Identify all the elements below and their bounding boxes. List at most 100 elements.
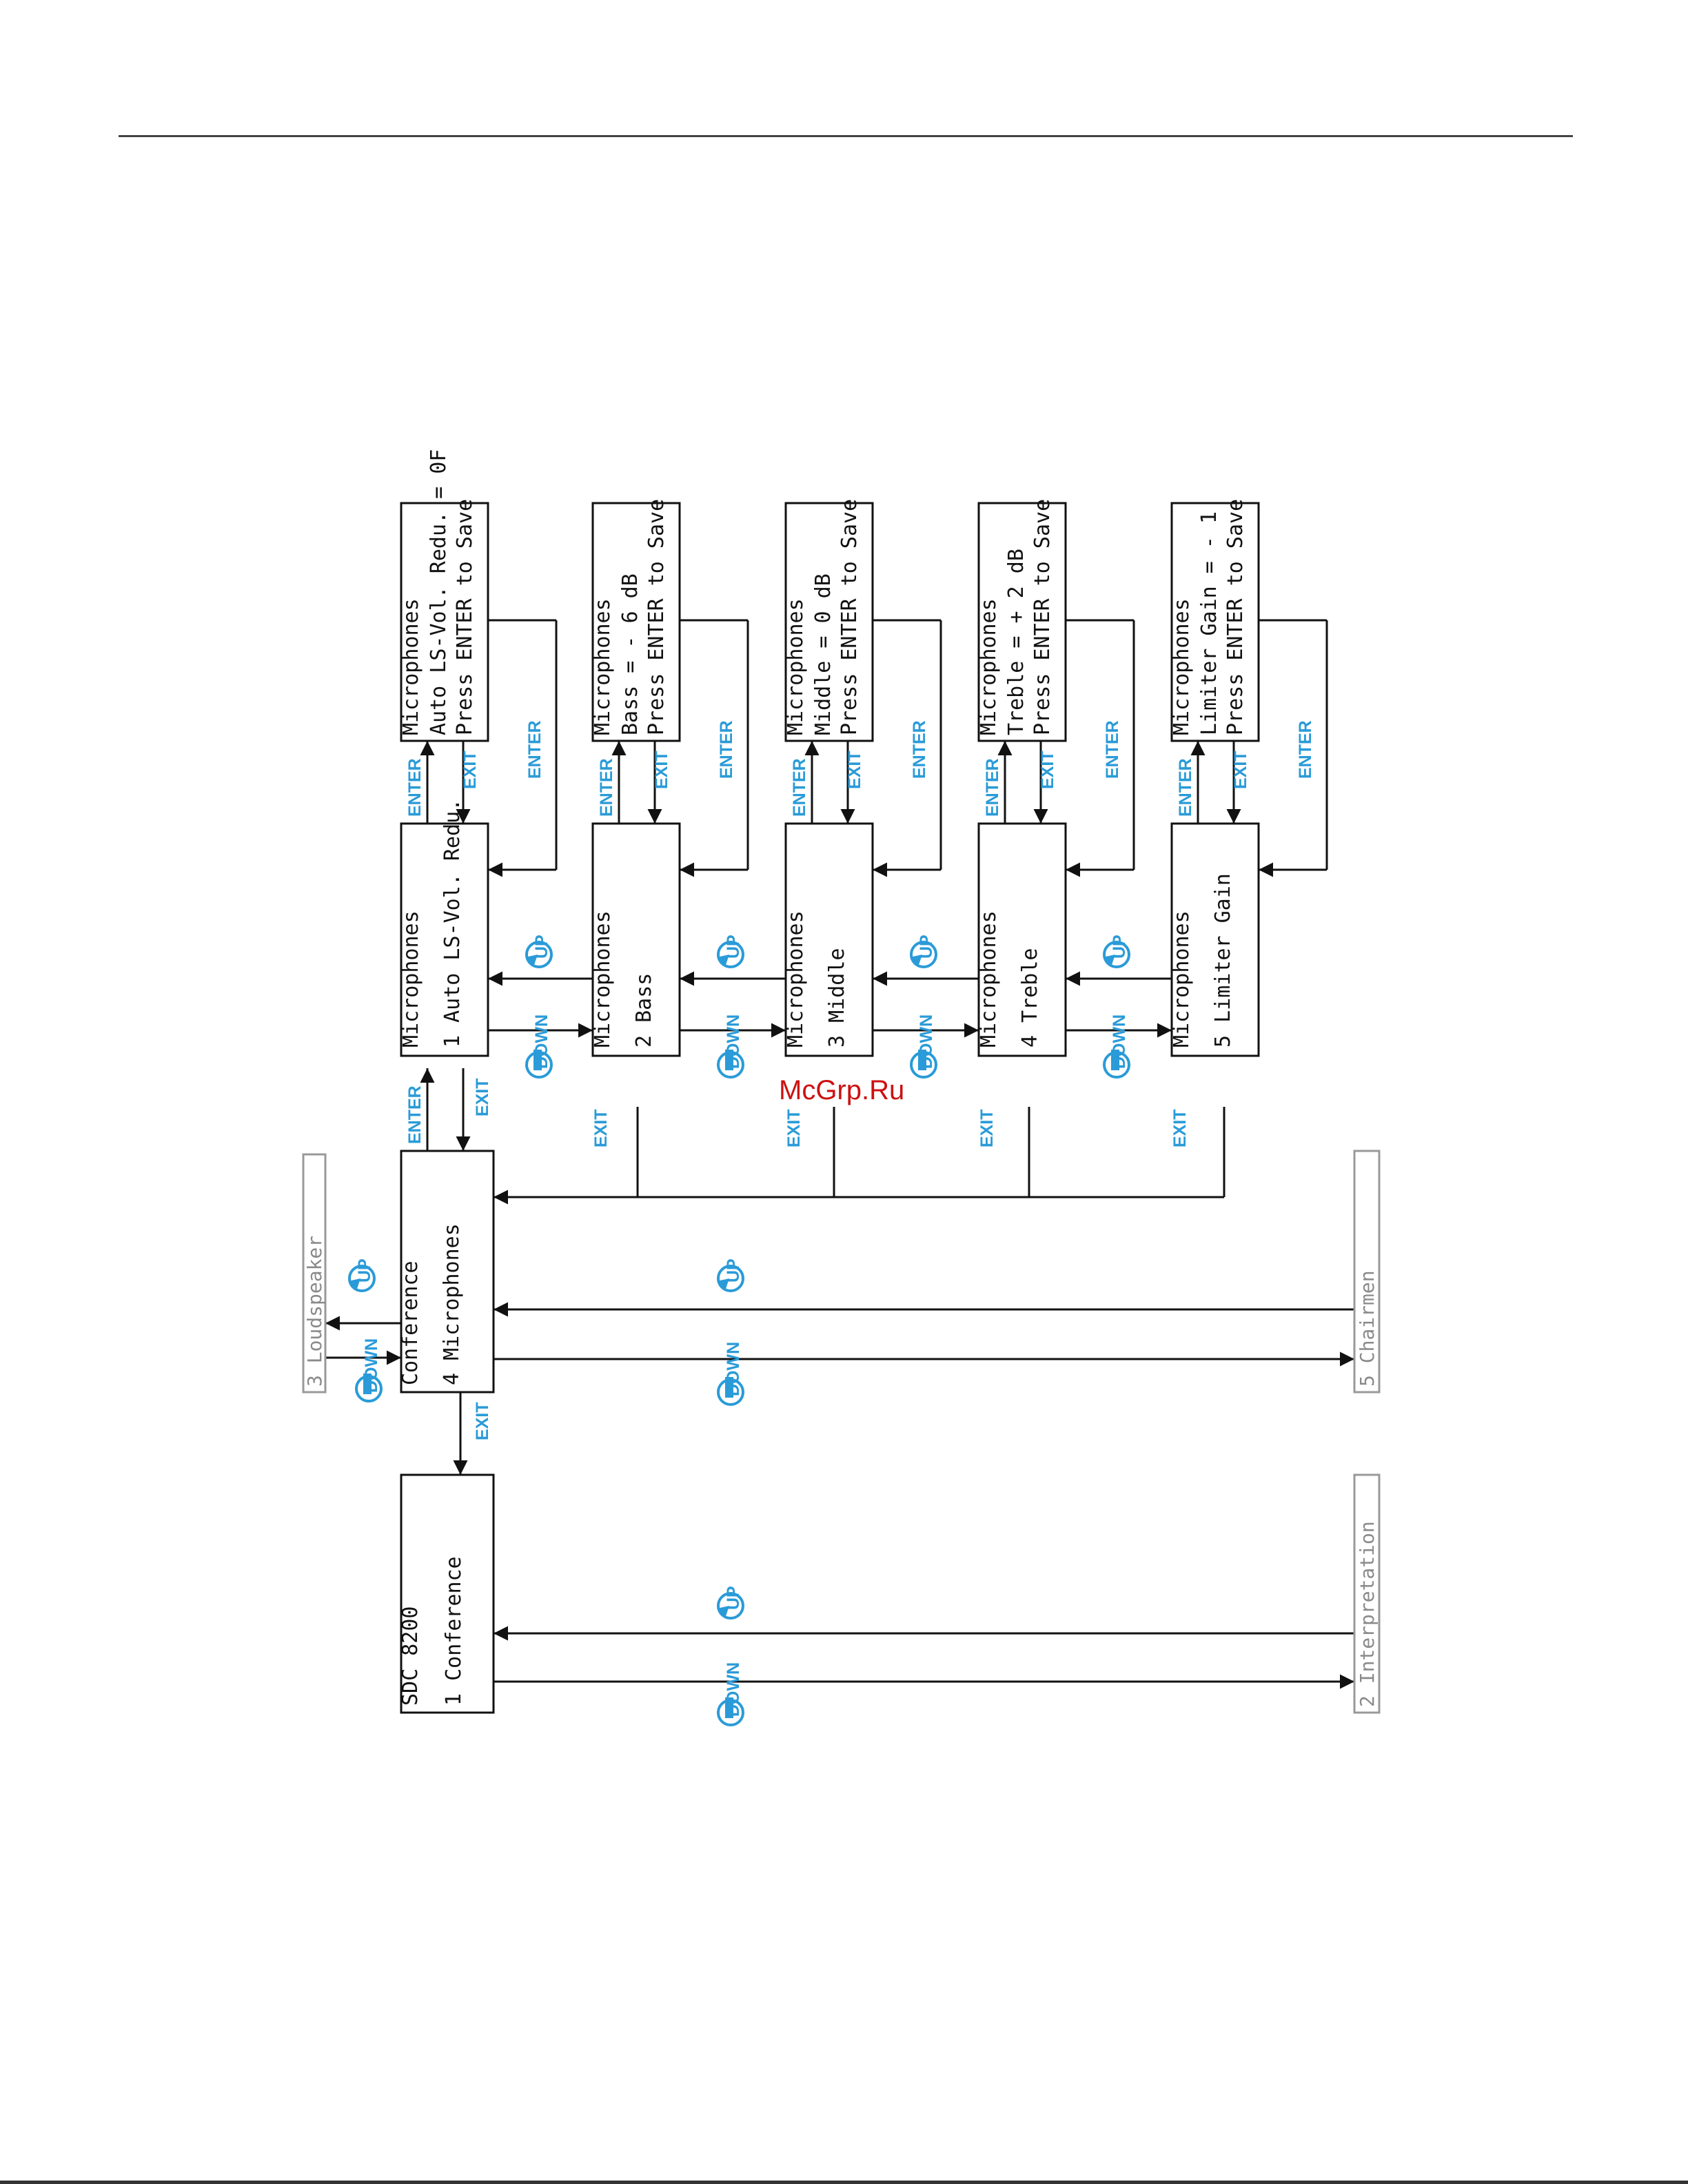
- up-icon: UP: [910, 935, 937, 968]
- conference-line-1: Conference: [398, 1261, 423, 1385]
- connectors: [325, 1068, 1354, 1689]
- menu-item-1-line-1: Microphones: [399, 910, 423, 1048]
- setting-1-line-1: Microphones: [399, 598, 423, 735]
- chairmen-box[interactable]: [1353, 1150, 1381, 1394]
- down-glyph: [725, 1377, 733, 1398]
- down-label: DOWN: [724, 1014, 743, 1069]
- menu-item-5[interactable]: [1170, 822, 1260, 1057]
- up-icon: UP: [348, 1258, 376, 1292]
- down-label: DOWN: [724, 1662, 743, 1717]
- down-glyph: [1111, 1050, 1119, 1070]
- conference-box[interactable]: [400, 1150, 495, 1394]
- up-glyph: [717, 955, 729, 967]
- enter-label-3: ENTER: [790, 758, 809, 817]
- header-rule: [119, 135, 1573, 137]
- up-icon: UP: [717, 935, 744, 968]
- setting-2[interactable]: [591, 502, 681, 742]
- exit-label-2: EXIT: [652, 751, 671, 789]
- sdc-node: SDC 8200 1 Conference: [398, 1473, 495, 1714]
- up-ring: [910, 941, 937, 968]
- exit-label-4: EXIT: [1038, 751, 1057, 789]
- up-icon: UP: [717, 1258, 744, 1292]
- enter-label-1: ENTER: [405, 758, 425, 817]
- conference-node: Conference 4 Microphones: [398, 1150, 495, 1394]
- save-enter-label-3: ENTER: [910, 720, 929, 779]
- loudspeaker-node: 3 Loudspeaker: [302, 1153, 327, 1394]
- up-glyph: [717, 1606, 729, 1618]
- up-ring: [717, 941, 744, 968]
- up-glyph: [717, 1278, 729, 1291]
- setting-2-line-2: Bass = - 6 dB: [618, 573, 642, 735]
- down-glyph: [725, 1697, 733, 1718]
- up-icon: UP: [717, 1586, 744, 1620]
- interpretation-box[interactable]: [1353, 1473, 1381, 1714]
- interpretation-node: 2 Interpretation: [1353, 1473, 1381, 1714]
- setting-3-line-2: Middle = 0 dB: [811, 573, 835, 735]
- chairmen-label: 5 Chairmen: [1356, 1270, 1379, 1387]
- sdc-line-2: 1 Conference: [442, 1556, 466, 1706]
- setting-1-line-2: Auto LS-Vol. Redu. = 0F: [427, 449, 451, 735]
- setting-4-line-1: Microphones: [977, 598, 1001, 735]
- conference-line-2: 4 Microphones: [440, 1223, 464, 1385]
- down-label: DOWN: [1110, 1014, 1129, 1069]
- exit-label-5: EXIT: [1231, 751, 1250, 789]
- button-icons: UPDOWNUPDOWNUPDOWNUPDOWNUPDOWNUPDOWNUPDO…: [348, 935, 1130, 1726]
- setting-2-line-1: Microphones: [591, 598, 615, 735]
- menu-item-3[interactable]: [784, 822, 874, 1057]
- up-label: UP: [724, 1258, 743, 1283]
- up-ring: [525, 941, 553, 968]
- enter-label-5: ENTER: [1176, 758, 1195, 817]
- down-glyph: [918, 1050, 926, 1070]
- up-ring: [717, 1592, 744, 1620]
- setting-3[interactable]: [784, 502, 874, 742]
- down-label: DOWN: [917, 1014, 936, 1069]
- setting-5-line-3: Press ENTER to Save: [1223, 499, 1248, 735]
- setting-3-line-1: Microphones: [784, 598, 808, 735]
- up-glyph: [348, 1278, 360, 1291]
- menu-item-4[interactable]: [977, 822, 1067, 1057]
- trunk-exit-label-3: EXIT: [784, 1109, 804, 1147]
- up-glyph: [1103, 955, 1115, 967]
- down-icon: DOWN: [525, 1014, 553, 1079]
- setting-4[interactable]: [977, 502, 1067, 742]
- up-glyph: [525, 955, 538, 967]
- up-label: UP: [1110, 935, 1129, 959]
- setting-5[interactable]: [1170, 502, 1260, 742]
- menu-item-1[interactable]: [400, 822, 489, 1057]
- menu-item-3-line-1: Microphones: [784, 910, 808, 1048]
- menu-item-4-line-1: Microphones: [977, 910, 1001, 1048]
- loudspeaker-box[interactable]: [302, 1153, 327, 1394]
- menu-item-2[interactable]: [591, 822, 681, 1057]
- trunk-exit-label-2: EXIT: [591, 1109, 611, 1147]
- save-enter-label-2: ENTER: [717, 720, 736, 779]
- down-glyph: [725, 1050, 733, 1070]
- up-ring: [1103, 941, 1130, 968]
- save-enter-label-1: ENTER: [525, 720, 545, 779]
- footer-rule: [0, 2181, 1688, 2184]
- trunk-exit-label-5: EXIT: [1170, 1109, 1190, 1147]
- down-label: DOWN: [362, 1338, 381, 1393]
- setting-5-line-2: Limiter Gain = - 1: [1197, 511, 1221, 735]
- exit-label-3: EXIT: [845, 751, 864, 789]
- up-ring: [348, 1265, 376, 1292]
- up-label: UP: [532, 935, 551, 959]
- exit-label-conf: EXIT: [473, 1078, 492, 1116]
- setting-1[interactable]: [400, 502, 489, 742]
- up-icon: UP: [525, 935, 553, 968]
- menu-item-2-line-1: Microphones: [591, 910, 615, 1048]
- interpretation-label: 2 Interpretation: [1356, 1521, 1379, 1707]
- down-glyph: [363, 1374, 372, 1394]
- setting-4-line-3: Press ENTER to Save: [1030, 499, 1055, 735]
- up-label: UP: [917, 935, 936, 959]
- save-enter-label-5: ENTER: [1296, 720, 1315, 779]
- enter-label-conf: ENTER: [405, 1085, 425, 1144]
- enter-label-2: ENTER: [597, 758, 616, 817]
- exit-label-1: EXIT: [460, 751, 480, 789]
- up-icon: UP: [1103, 935, 1130, 968]
- down-glyph: [533, 1050, 542, 1070]
- menu-item-2-line-2: 2 Bass: [632, 973, 656, 1048]
- sdc-box[interactable]: [400, 1473, 495, 1714]
